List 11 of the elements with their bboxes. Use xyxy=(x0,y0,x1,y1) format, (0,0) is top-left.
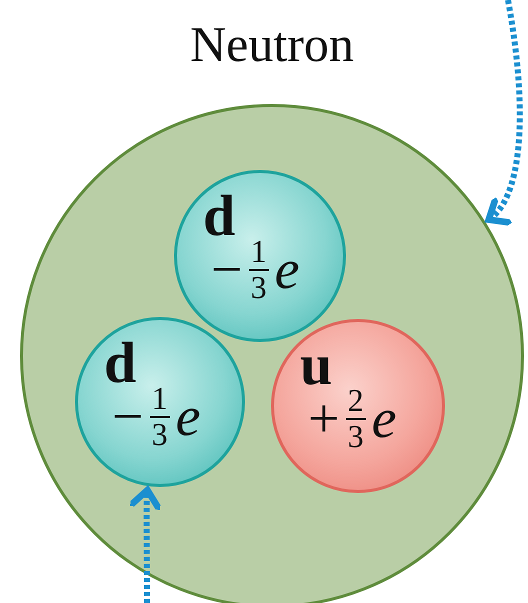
charge-symbol: e xyxy=(274,242,300,298)
fraction-numerator: 1 xyxy=(150,382,170,418)
charge-symbol: e xyxy=(176,388,200,445)
dotted-arrow xyxy=(485,0,523,223)
charge-symbol: e xyxy=(372,390,396,447)
fraction-numerator: 1 xyxy=(248,235,269,271)
fraction-denominator: 3 xyxy=(152,418,168,452)
fraction-numerator: 2 xyxy=(346,384,366,420)
fraction-denominator: 3 xyxy=(348,420,364,454)
particle-name: Neutron xyxy=(189,15,355,73)
fraction-denominator: 3 xyxy=(250,270,267,304)
